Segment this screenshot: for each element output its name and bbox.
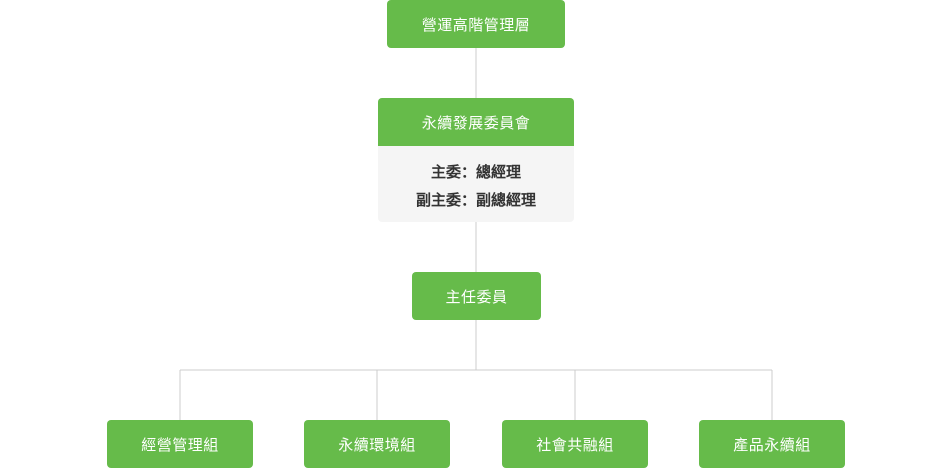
committee-vice-chair: 副主委：副總經理 [415,191,536,209]
group-label: 社會共融組 [536,435,614,454]
node-group-product: 產品永續組 [699,420,845,468]
committee-chair: 主委：總經理 [430,163,521,181]
node-group-management: 經營管理組 [107,420,253,468]
committee-header: 永續發展委員會 [378,98,574,146]
node-executive-management-label: 營運高階管理層 [421,15,531,34]
node-group-environment: 永續環境組 [304,420,450,468]
node-executive-management: 營運高階管理層 [387,0,565,48]
node-group-social: 社會共融組 [502,420,648,468]
group-label: 經營管理組 [141,435,219,454]
committee-title: 永續發展委員會 [421,113,531,132]
node-chief-commissioner-label: 主任委員 [445,287,508,306]
node-sustainability-committee: 永續發展委員會 主委：總經理 副主委：副總經理 [378,98,574,222]
group-label: 產品永續組 [733,435,811,454]
committee-body: 主委：總經理 副主委：副總經理 [378,146,574,214]
node-chief-commissioner: 主任委員 [412,272,541,320]
group-label: 永續環境組 [338,435,416,454]
